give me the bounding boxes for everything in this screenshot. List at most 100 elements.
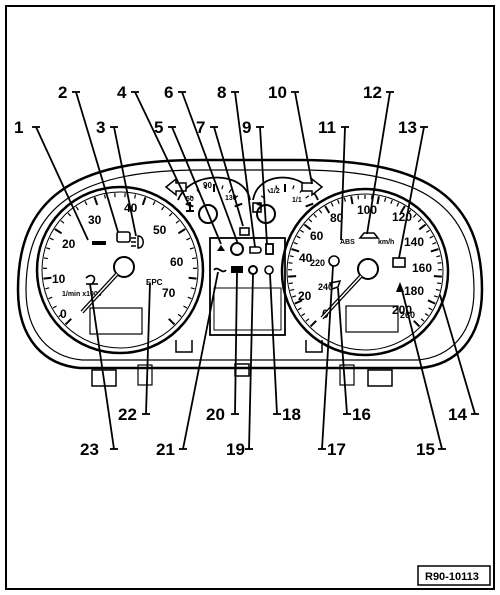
speedo-tick: [429, 235, 434, 239]
fuel-tick: [292, 185, 295, 190]
speedo-scale-240: 240: [318, 282, 333, 292]
speedo-tick: [308, 218, 313, 223]
speedo-scale-140: 140: [404, 235, 424, 249]
leader-17: [321, 265, 334, 450]
leader-22: [145, 282, 151, 415]
tach-tick: [93, 196, 99, 206]
speedo-needle-hub: [357, 258, 379, 280]
tach-scale-60: 60: [170, 255, 184, 269]
rear-fog-light-icon: [131, 235, 144, 249]
speedo-tick: [425, 229, 430, 233]
callout-13: 13: [398, 118, 417, 137]
fuel-tick: [305, 202, 314, 208]
brake-pad-icon: [328, 255, 340, 267]
callout-15: 15: [416, 440, 435, 459]
fuel-scale-half: 1/2: [270, 188, 280, 195]
temp-tick: [228, 189, 232, 194]
temp-tick: [234, 202, 243, 208]
tach-unit-label: 1/min x1000: [62, 291, 102, 298]
cluster-housing: [16, 158, 484, 387]
leader-10: [294, 91, 313, 185]
speedo-tick: [296, 235, 301, 239]
brake-system-icon: [230, 242, 244, 256]
callout-20: 20: [206, 405, 225, 424]
battery-warning-icon: [392, 257, 406, 268]
speedo-tick: [427, 299, 436, 305]
speedo-tick: [412, 213, 417, 218]
steering-icon: [248, 265, 258, 275]
leader-23: [89, 283, 115, 450]
leader-3: [113, 126, 137, 237]
leader-14: [439, 294, 476, 415]
callout-6: 6: [164, 83, 173, 102]
speedo-scale-20: 20: [298, 289, 312, 303]
speedo-tick: [418, 223, 427, 231]
coolant-glow-plug-icon: [85, 274, 98, 285]
callout-7: 7: [196, 118, 205, 137]
speedo-tick: [293, 241, 298, 245]
speedo-tick: [384, 197, 387, 202]
central-warning-panel: [209, 237, 286, 336]
speedo-tick: [432, 241, 437, 245]
callout-17: 17: [327, 440, 346, 459]
central-lcd: [213, 287, 282, 331]
fuel-scale-full: 1/1: [292, 197, 302, 204]
leader-7: [213, 126, 244, 227]
tach-scale-30: 30: [88, 213, 102, 227]
reference-code: R90-10113: [425, 571, 479, 583]
speedo-tick: [288, 282, 293, 285]
leader-11: [340, 126, 346, 241]
tachometer-ticks: [43, 193, 197, 326]
speedo-lcd-display: [345, 305, 399, 333]
callout-9: 9: [242, 118, 251, 137]
callout-21: 21: [156, 440, 175, 459]
leader-19: [248, 273, 254, 450]
tach-tick: [168, 212, 173, 217]
tach-tick: [48, 296, 53, 300]
tach-tick: [52, 305, 57, 309]
tach-needle-hub: [113, 256, 135, 278]
tach-tick: [103, 194, 106, 199]
tach-scale-20: 20: [62, 237, 76, 251]
leader-18: [269, 273, 278, 415]
tach-tick: [134, 194, 137, 199]
speedometer-ticks: [288, 195, 442, 328]
tachometer-dial: 0 10 20 30 40 50 60 70 1/min x1000 EPC: [35, 185, 205, 355]
speedo-tick: [424, 312, 429, 317]
speedo-tick: [396, 202, 400, 207]
callout-4: 4: [117, 83, 127, 102]
speedo-scale-160: 160: [412, 261, 432, 275]
speedo-tick: [407, 209, 412, 214]
leader-12: [366, 91, 391, 235]
tach-tick: [161, 206, 165, 211]
speedo-scale-40: 40: [299, 251, 313, 265]
oil-level-icon: [217, 245, 225, 251]
tach-tick: [192, 257, 197, 260]
speedo-tick: [428, 307, 433, 311]
tach-tick: [168, 318, 176, 326]
temp-tick: [189, 195, 194, 199]
callout-3: 3: [96, 118, 105, 137]
tach-tick: [67, 212, 72, 217]
seatbelt-warning-icon: [116, 231, 131, 243]
tach-tick: [58, 313, 63, 318]
callout-10: 10: [268, 83, 287, 102]
callout-14: 14: [448, 405, 467, 424]
speedo-tick: [324, 205, 331, 214]
tach-scale-10: 10: [52, 272, 66, 286]
speedo-tick: [309, 320, 317, 328]
tach-tick: [49, 237, 54, 241]
speedo-tick: [289, 255, 294, 258]
speedo-scale-80: 80: [330, 211, 344, 225]
speedo-tick: [436, 255, 441, 258]
callout-8: 8: [217, 83, 226, 102]
tank-reserve-icon: [265, 243, 274, 255]
tach-tick: [177, 228, 186, 235]
speedo-tick: [433, 295, 438, 298]
leader-9: [259, 126, 268, 245]
tach-tick: [186, 237, 191, 241]
tach-tick: [190, 287, 195, 290]
speedo-tick: [343, 197, 346, 202]
reference-code-box: [417, 565, 491, 586]
